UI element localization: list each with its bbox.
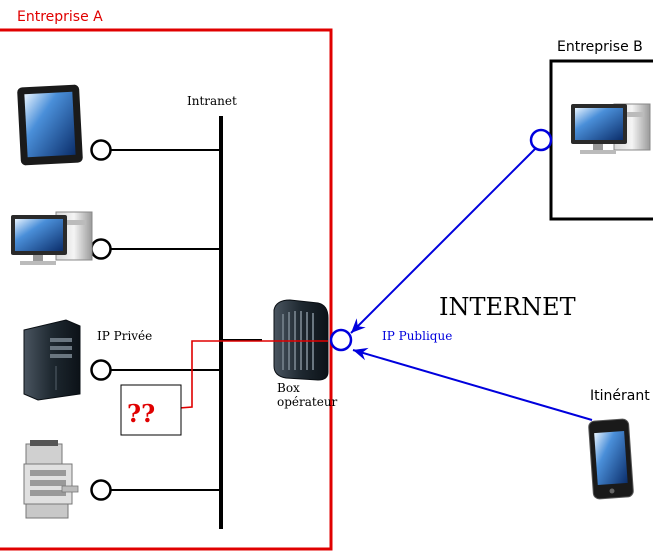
tablet-interface <box>90 139 112 161</box>
server-tower-icon <box>23 319 81 401</box>
itinerant-label: Itinérant <box>590 388 650 404</box>
desktop-interface <box>90 238 112 260</box>
ip-publique-label: IP Publique <box>382 329 452 343</box>
multifunction-printer-icon <box>23 440 79 519</box>
enterprise-b-to-public-ip-arrow <box>350 147 537 334</box>
enterprise-a-box <box>0 28 333 551</box>
desktop-computer-icon <box>11 211 93 265</box>
server-interface <box>90 359 112 381</box>
enterprise-b-interface <box>529 128 553 152</box>
itinerant-to-public-ip-arrow <box>352 347 593 421</box>
tablet-icon <box>17 84 83 166</box>
enterprise-b-desktop-icon <box>571 103 651 154</box>
public-ip-interface <box>329 328 353 352</box>
enterprise-a-title: Entreprise A <box>17 9 103 25</box>
box-label-line1: Box <box>277 381 300 395</box>
box-label-line2: opérateur <box>277 395 338 409</box>
operator-box-icon <box>273 299 329 381</box>
printer-interface <box>90 479 112 501</box>
intranet-label: Intranet <box>187 94 237 108</box>
unknown-destination-box <box>120 384 182 436</box>
smartphone-icon <box>588 418 634 500</box>
ip-privee-label: IP Privée <box>97 329 152 343</box>
unknown-destination-text: ?? <box>127 399 155 428</box>
internet-label: INTERNET <box>439 293 576 321</box>
enterprise-b-title: Entreprise B <box>557 39 643 55</box>
